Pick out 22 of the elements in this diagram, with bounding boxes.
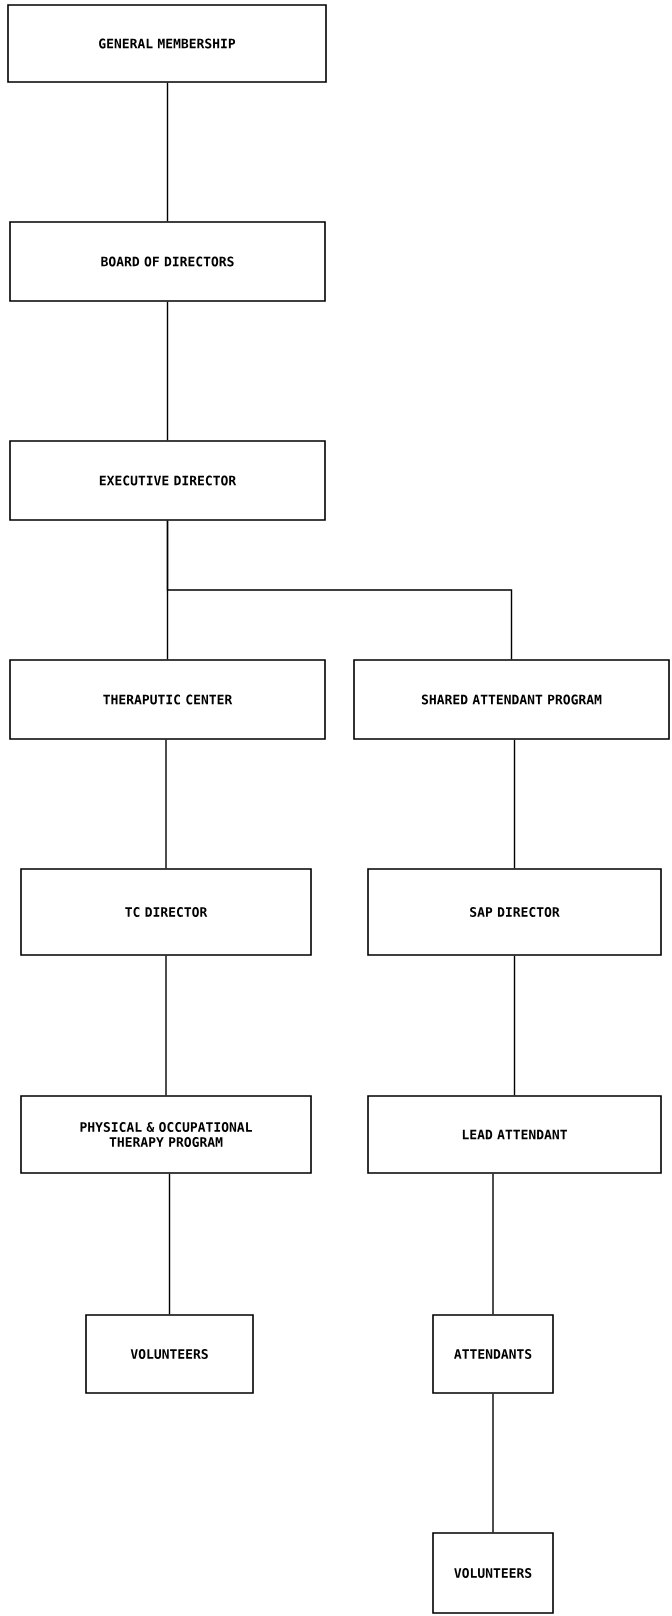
org-box: VOLUNTEERS xyxy=(85,1314,254,1394)
org-box: LEAD ATTENDANT xyxy=(367,1095,662,1174)
org-box: SAP DIRECTOR xyxy=(367,868,662,956)
connector-line xyxy=(166,520,513,660)
connector-line xyxy=(492,1393,494,1533)
connector-line xyxy=(513,955,516,1096)
connector-line xyxy=(166,82,169,222)
connector-line xyxy=(513,739,516,869)
org-box: ATTENDANTS xyxy=(432,1314,554,1394)
connector-line xyxy=(166,301,169,441)
org-box: GENERAL MEMBERSHIP xyxy=(7,4,327,83)
connector-line xyxy=(168,1173,171,1315)
connector-line xyxy=(492,1173,494,1315)
org-box: SHARED ATTENDANT PROGRAM xyxy=(353,659,670,740)
org-box: EXECUTIVE DIRECTOR xyxy=(9,440,326,521)
org-box: TC DIRECTOR xyxy=(20,868,312,956)
org-box: BOARD OF DIRECTORS xyxy=(9,221,326,302)
org-box: PHYSICAL & OCCUPATIONAL THERAPY PROGRAM xyxy=(20,1095,312,1174)
org-box: VOLUNTEERS xyxy=(432,1532,554,1614)
connector-line xyxy=(165,955,167,1096)
connector-line xyxy=(165,739,167,869)
org-box: THERAPUTIC CENTER xyxy=(9,659,326,740)
